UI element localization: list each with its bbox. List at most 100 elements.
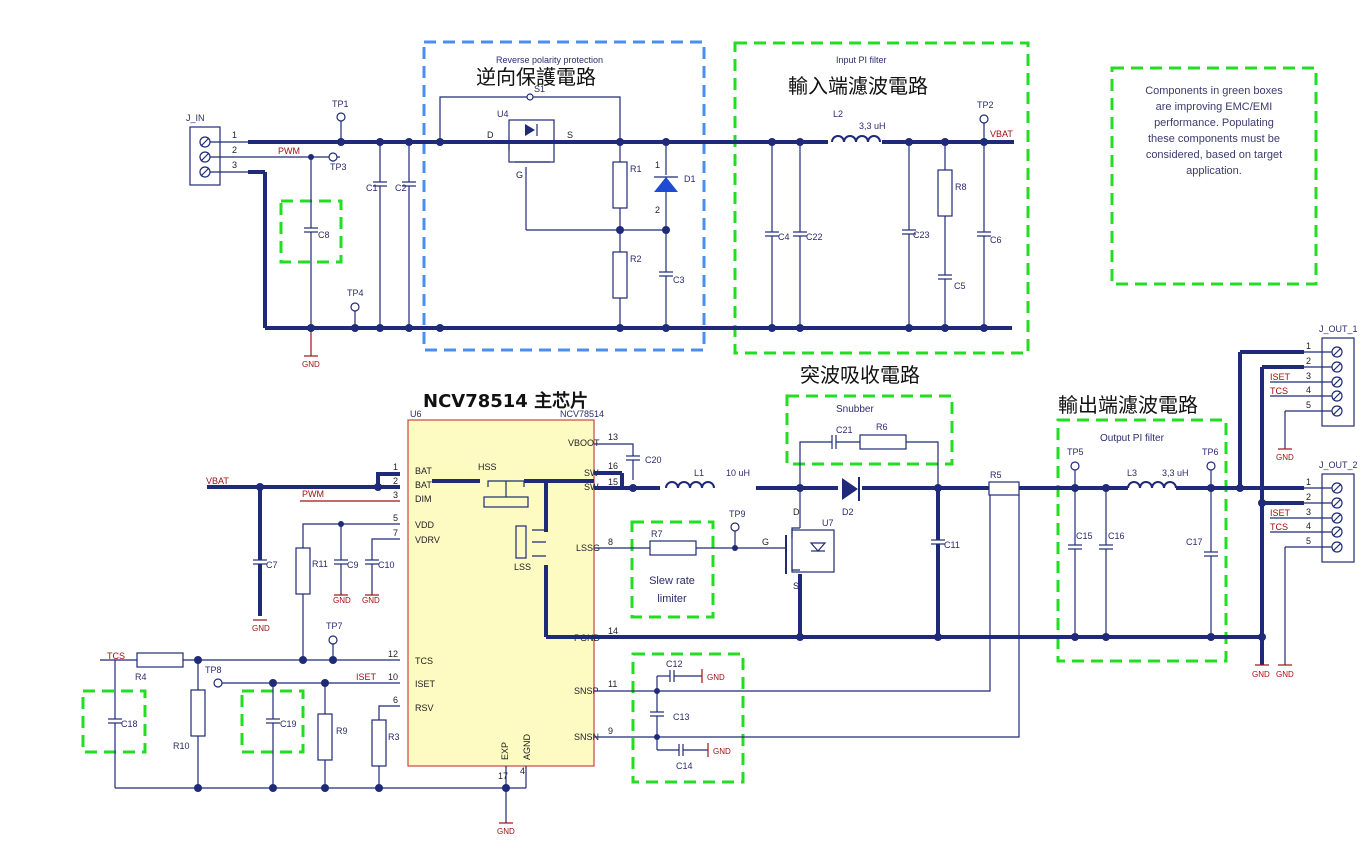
- tp3-label: TP3: [330, 162, 347, 172]
- svg-text:SW: SW: [584, 468, 599, 478]
- reverse-protection-label: Reverse polarity protection: [496, 55, 603, 65]
- svg-text:C3: C3: [673, 275, 685, 285]
- r4-resistor: R4: [135, 652, 184, 682]
- gnd-label-c9: GND: [333, 596, 351, 605]
- svg-text:C5: C5: [954, 281, 966, 291]
- svg-text:1: 1: [232, 130, 237, 140]
- svg-text:L2: L2: [833, 109, 843, 119]
- svg-text:BAT: BAT: [415, 466, 432, 476]
- c17-capacitor: C17: [1186, 488, 1218, 637]
- c9-capacitor: C9: [334, 524, 359, 595]
- svg-text:R11: R11: [312, 559, 328, 569]
- svg-text:5: 5: [393, 513, 398, 523]
- svg-text:C9: C9: [347, 560, 359, 570]
- svg-text:R5: R5: [990, 470, 1002, 480]
- junction-dots-top: [307, 138, 988, 332]
- svg-text:L1: L1: [694, 468, 704, 478]
- svg-text:C18: C18: [121, 719, 138, 729]
- snubber-label: Snubber: [836, 404, 874, 415]
- svg-text:3: 3: [1306, 507, 1311, 517]
- svg-text:2: 2: [655, 205, 660, 215]
- svg-text:C19: C19: [280, 719, 297, 729]
- r5-resistor: R5: [988, 470, 1020, 496]
- c2-capacitor: C2: [395, 142, 416, 328]
- sense-filter-box: [631, 652, 745, 784]
- r8-resistor: R8: [937, 142, 967, 275]
- gnd-label-chip: GND: [497, 827, 515, 836]
- svg-text:L3: L3: [1127, 468, 1137, 478]
- svg-text:C17: C17: [1186, 537, 1203, 547]
- svg-text:VDD: VDD: [415, 520, 435, 530]
- svg-text:1: 1: [393, 462, 398, 472]
- svg-text:EXP: EXP: [500, 742, 510, 760]
- svg-text:3: 3: [232, 160, 237, 170]
- l3-inductor: L3 3,3 uH: [1127, 468, 1189, 489]
- snubber-zh-label: 突波吸收電路: [800, 363, 920, 387]
- svg-text:U4: U4: [497, 109, 509, 119]
- svg-text:G: G: [516, 170, 523, 180]
- gnd-label-c10: GND: [362, 596, 380, 605]
- svg-text:ISET: ISET: [415, 679, 436, 689]
- svg-text:R8: R8: [955, 182, 967, 192]
- svg-text:are improving EMC/EMI: are improving EMC/EMI: [1156, 101, 1273, 113]
- svg-text:12: 12: [388, 649, 398, 659]
- svg-text:AGND: AGND: [522, 733, 532, 760]
- svg-text:4: 4: [520, 766, 525, 776]
- svg-text:10 uH: 10 uH: [726, 468, 750, 478]
- svg-text:7: 7: [393, 528, 398, 538]
- svg-text:2: 2: [393, 476, 398, 486]
- gnd-label-c7: GND: [252, 624, 270, 633]
- svg-text:2: 2: [1306, 492, 1311, 502]
- tp4-label: TP4: [347, 288, 364, 298]
- tcs-net-label-left: TCS: [107, 651, 125, 661]
- svg-text:C20: C20: [645, 455, 662, 465]
- svg-text:1: 1: [1306, 477, 1311, 487]
- svg-text:4: 4: [1306, 385, 1311, 395]
- r9-resistor: R9: [317, 683, 348, 788]
- svg-text:R1: R1: [630, 164, 642, 174]
- note-text: Components in green boxes are improving …: [1145, 85, 1283, 177]
- svg-text:C12: C12: [666, 659, 683, 669]
- svg-text:performance. Populating: performance. Populating: [1154, 117, 1274, 129]
- svg-text:U7: U7: [822, 518, 834, 528]
- c15-capacitor: C15: [1068, 488, 1093, 637]
- svg-text:J_OUT_2: J_OUT_2: [1319, 460, 1358, 470]
- slew-rate-line2: limiter: [657, 593, 687, 605]
- junction-dots-right: [796, 484, 1266, 641]
- input-filter-box: [733, 41, 1030, 355]
- slew-rate-line1: Slew rate: [649, 575, 695, 587]
- svg-text:C16: C16: [1108, 531, 1125, 541]
- c3-capacitor: C3: [659, 230, 685, 328]
- vbat-net-label-top: VBAT: [990, 129, 1013, 139]
- reverse-protection-zh-label: 逆向保護電路: [476, 65, 596, 89]
- c10-capacitor: C10: [365, 559, 395, 595]
- c4-capacitor: C4: [765, 142, 790, 328]
- svg-text:3,3 uH: 3,3 uH: [1162, 468, 1189, 478]
- svg-text:8: 8: [608, 537, 613, 547]
- svg-text:C1: C1: [366, 183, 378, 193]
- svg-text:17: 17: [498, 771, 508, 781]
- output-filter-label: Output PI filter: [1100, 433, 1165, 444]
- l2-inductor: L2 3,3 uH: [828, 109, 886, 144]
- vbat-net-label-bottom: VBAT: [206, 476, 229, 486]
- svg-text:R10: R10: [173, 741, 190, 751]
- slew-rate-box: [630, 520, 715, 619]
- svg-text:J_OUT_1: J_OUT_1: [1319, 324, 1358, 334]
- svg-text:DIM: DIM: [415, 494, 432, 504]
- svg-text:5: 5: [1306, 400, 1311, 410]
- svg-text:C10: C10: [378, 560, 395, 570]
- c16-capacitor: C16: [1099, 488, 1125, 637]
- j-in-connector: J_IN 1 2 3: [186, 113, 237, 186]
- svg-text:5: 5: [1306, 536, 1311, 546]
- gnd-label-jout1: GND: [1276, 453, 1294, 462]
- svg-text:D: D: [487, 130, 494, 140]
- iset-net-label-out1: ISET: [1270, 372, 1291, 382]
- svg-text:C11: C11: [944, 540, 960, 550]
- r7-resistor: R7: [649, 529, 697, 556]
- svg-text:6: 6: [393, 695, 398, 705]
- svg-text:R2: R2: [630, 254, 642, 264]
- tp7-label: TP7: [326, 621, 343, 631]
- svg-text:TCS: TCS: [415, 656, 433, 666]
- c8-label: C8: [318, 230, 330, 240]
